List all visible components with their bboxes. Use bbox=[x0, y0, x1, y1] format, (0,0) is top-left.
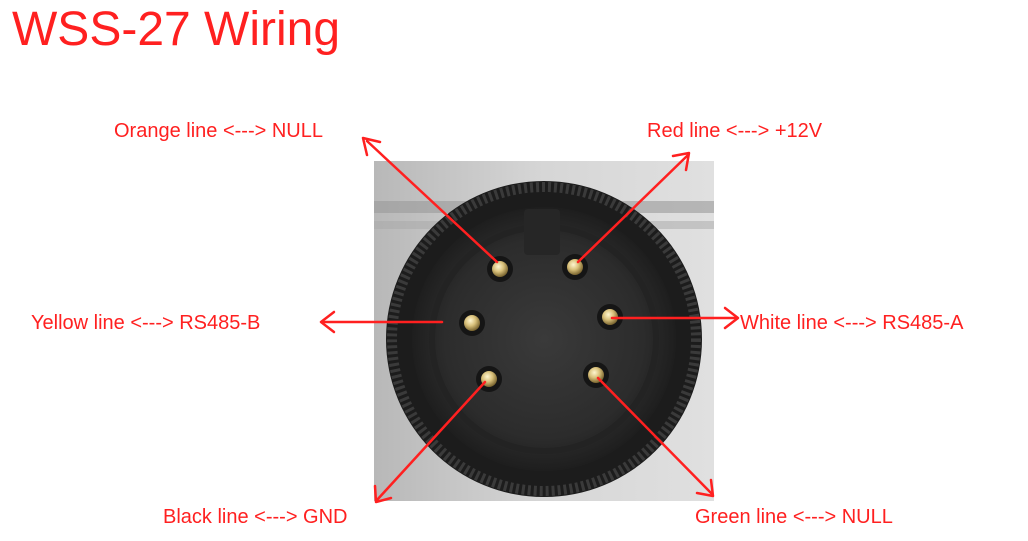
pin-green bbox=[583, 362, 609, 388]
label-red-line: Red line <---> +12V bbox=[647, 120, 823, 142]
keying-notch bbox=[524, 209, 560, 255]
label-orange-line: Orange line <---> NULL bbox=[114, 120, 323, 142]
pin-yellow bbox=[459, 310, 485, 336]
diagram-title: WSS-27 Wiring bbox=[12, 3, 341, 56]
label-yellow-line: Yellow line <---> RS485-B bbox=[31, 312, 261, 334]
connector-photo bbox=[374, 161, 714, 501]
pin-black bbox=[476, 366, 502, 392]
pin-white bbox=[597, 304, 623, 330]
pin-orange bbox=[487, 256, 513, 282]
label-green-line: Green line <---> NULL bbox=[695, 506, 893, 528]
connector-knurl bbox=[387, 182, 701, 496]
label-black-line: Black line <---> GND bbox=[163, 506, 348, 528]
pin-red bbox=[562, 254, 588, 280]
label-white-line: White line <---> RS485-A bbox=[740, 312, 964, 334]
